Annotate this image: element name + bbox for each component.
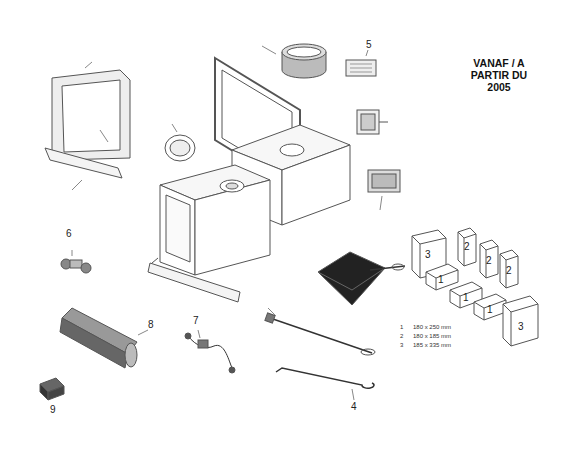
dimension-text: 1 xyxy=(400,324,403,330)
callout-number: 4 xyxy=(351,402,357,412)
callout-number: 1 xyxy=(438,275,444,285)
callout-number: 3 xyxy=(425,250,431,260)
callout-number: 8 xyxy=(148,320,154,330)
callout-number: 5 xyxy=(366,40,372,50)
dimension-text: 3 xyxy=(400,342,403,348)
callout-number: 9 xyxy=(50,405,56,415)
callout-number: 6 xyxy=(66,229,72,239)
callout-number: 2 xyxy=(506,266,512,276)
dimension-text: 180 x 250 mm xyxy=(413,324,451,330)
dimension-text: 180 x 185 mm xyxy=(413,333,451,339)
dimension-text: 2 xyxy=(400,333,403,339)
callout-number: 3 xyxy=(518,322,524,332)
dimension-text: 185 x 335 mm xyxy=(413,342,451,348)
heading: VANAF / A PARTIR DU 2005 xyxy=(460,57,538,93)
callout-number: 1 xyxy=(487,305,493,315)
callout-number: 7 xyxy=(193,316,199,326)
callout-number: 2 xyxy=(486,256,492,266)
callout-number: 2 xyxy=(464,242,470,252)
callout-number: 1 xyxy=(463,293,469,303)
